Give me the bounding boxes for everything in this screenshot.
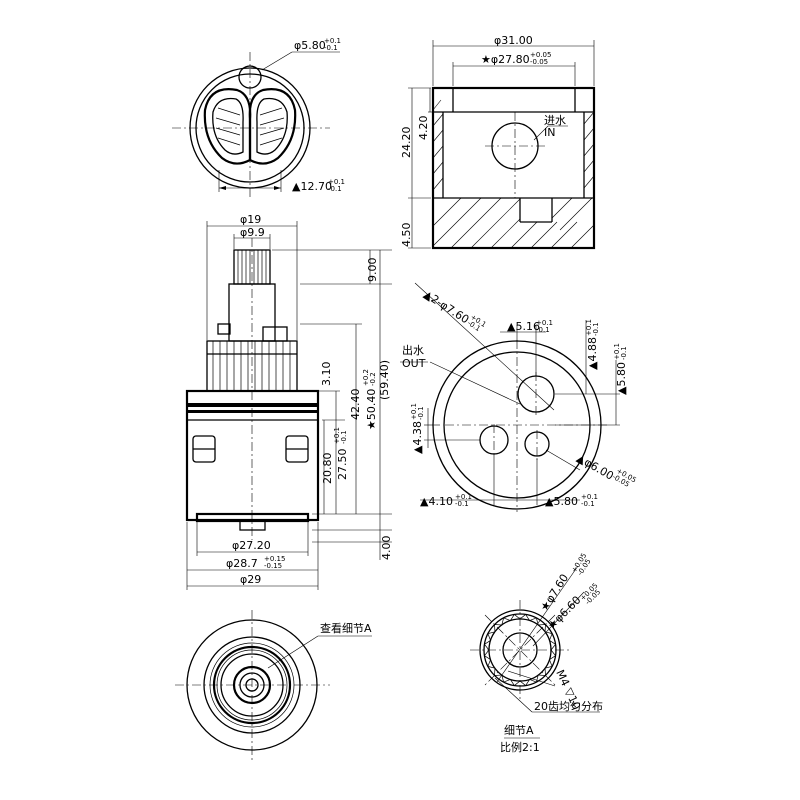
inlet-cn: 进水 [544, 114, 566, 127]
bot-5-16: ▲5.16 [507, 320, 540, 333]
bot-5-80v: ▲5.80 [615, 362, 628, 395]
gear-tooth [487, 659, 496, 669]
bot-4-38-tol-up: +0.1 [410, 403, 418, 420]
gear-tooth [483, 649, 491, 660]
gear-tooth [544, 659, 553, 669]
bot-4-38-tol-dn: -0.1 [417, 406, 425, 420]
base-view: 查看细节A [175, 610, 372, 760]
sec-h1: 24.20 [400, 127, 413, 159]
sec-inner: ★φ27.80 [481, 53, 530, 66]
d-3-10: 3.10 [320, 362, 333, 387]
detail-a-view: ★φ7.60 +0.05 -0.05 ★φ6.60 +0.05 -0.05 M4… [470, 552, 603, 754]
d-27-50: 27.50 [336, 449, 349, 481]
base-dia1: φ27.20 [232, 539, 271, 552]
base-dia2-tol-dn: -0.15 [264, 562, 282, 570]
stem-len: 9.00 [366, 258, 379, 283]
bot-4-38: ▲4.38 [411, 421, 424, 454]
d-27-50-tol-dn: -0.1 [340, 430, 348, 444]
gear-tooth [510, 679, 521, 687]
top-width-tol-dn: -0.1 [328, 185, 342, 193]
d-42-40: 42.40 [349, 389, 362, 421]
sec-inner-tol-up: +0.05 [530, 51, 551, 59]
see-detail: 查看细节A [320, 621, 372, 635]
bot-5-80h-tol-dn: -0.1 [581, 500, 595, 508]
bot-5-80v-tol-up: +0.1 [613, 343, 621, 360]
bot-holes: ▲2-φ7.60 [421, 288, 471, 327]
top-view: φ5.80 +0.1 -0.1 ▲12.70 +0.1 -0.1 [172, 37, 345, 200]
det-scale: 比例2:1 [500, 740, 540, 754]
outlet-cn: 出水 [402, 343, 424, 357]
d-20-80: 20.80 [321, 453, 334, 485]
base-dia2-tol-up: +0.15 [264, 555, 285, 563]
base-dia2: φ28.7 [226, 557, 258, 570]
stem-dia: φ19 [240, 213, 261, 226]
det-teeth: 20齿均匀分布 [534, 700, 603, 713]
gear-tooth [501, 617, 511, 626]
gear-tooth [544, 631, 553, 641]
det-title: 细节A [504, 724, 534, 737]
base-dia3: φ29 [240, 573, 261, 586]
bot-4-88-tol-dn: -0.1 [592, 322, 600, 336]
d-50-40: ★50.40 [365, 389, 378, 430]
outlet-en: OUT [402, 357, 426, 370]
spline-dia: φ9.9 [240, 226, 265, 239]
gear-tooth [519, 613, 530, 621]
gear-tooth [549, 649, 557, 660]
d-50-40-tol-up: +0.2 [362, 369, 370, 386]
inlet-en: IN [544, 126, 555, 139]
top-width-dim: ▲12.70 [292, 180, 332, 193]
gear-tooth [510, 613, 521, 621]
bot-5-80h: ▲5.80 [545, 495, 578, 508]
bot-4-88-tol-up: +0.1 [585, 319, 593, 336]
bottom-view: ▲2-φ7.60 +0.1 -0.1 ▲5.16 +0.1 -0.1 ▲4.88… [400, 282, 638, 512]
gear-tooth [501, 674, 511, 683]
bot-4-10-tol-up: +0.1 [455, 493, 472, 501]
bot-5-16-tol-dn: -0.1 [536, 326, 550, 334]
gear-tooth [529, 674, 539, 683]
bot-4-88: ▲4.88 [586, 337, 599, 370]
d-27-50-tol-up: +0.1 [333, 427, 341, 444]
bot-5-80h-tol-up: +0.1 [581, 493, 598, 501]
sec-inner-tol-dn: -0.05 [530, 58, 548, 66]
bot-5-16-tol-up: +0.1 [536, 319, 553, 327]
gear-tooth [487, 631, 496, 641]
top-hole-tol-up: +0.1 [324, 37, 341, 45]
top-width-tol-up: +0.1 [328, 178, 345, 186]
gear-tooth [529, 617, 539, 626]
top-hole-tol-dn: -0.1 [324, 44, 338, 52]
bot-5-80v-tol-dn: -0.1 [620, 346, 628, 360]
d-59-40: (59.40) [378, 360, 391, 400]
gear-tooth [549, 640, 557, 651]
front-view: φ19 φ9.9 9.00 3.10 20.80 27.50 +0.1 -0.1… [185, 213, 393, 590]
base-h: 4.00 [380, 536, 393, 561]
gear-tooth [519, 679, 530, 687]
sec-h3: 4.50 [400, 223, 413, 248]
bot-4-10-tol-dn: -0.1 [455, 500, 469, 508]
top-hole-dim: φ5.80 [294, 39, 326, 52]
bot-4-10: ▲4.10 [420, 495, 453, 508]
sec-dia: φ31.00 [494, 34, 533, 47]
section-view: φ31.00 ★φ27.80 +0.05 -0.05 24.20 4.20 4.… [400, 34, 596, 250]
sec-h2: 4.20 [417, 116, 430, 141]
d-50-40-tol-dn: -0.2 [369, 372, 377, 386]
gear-tooth [483, 640, 491, 651]
